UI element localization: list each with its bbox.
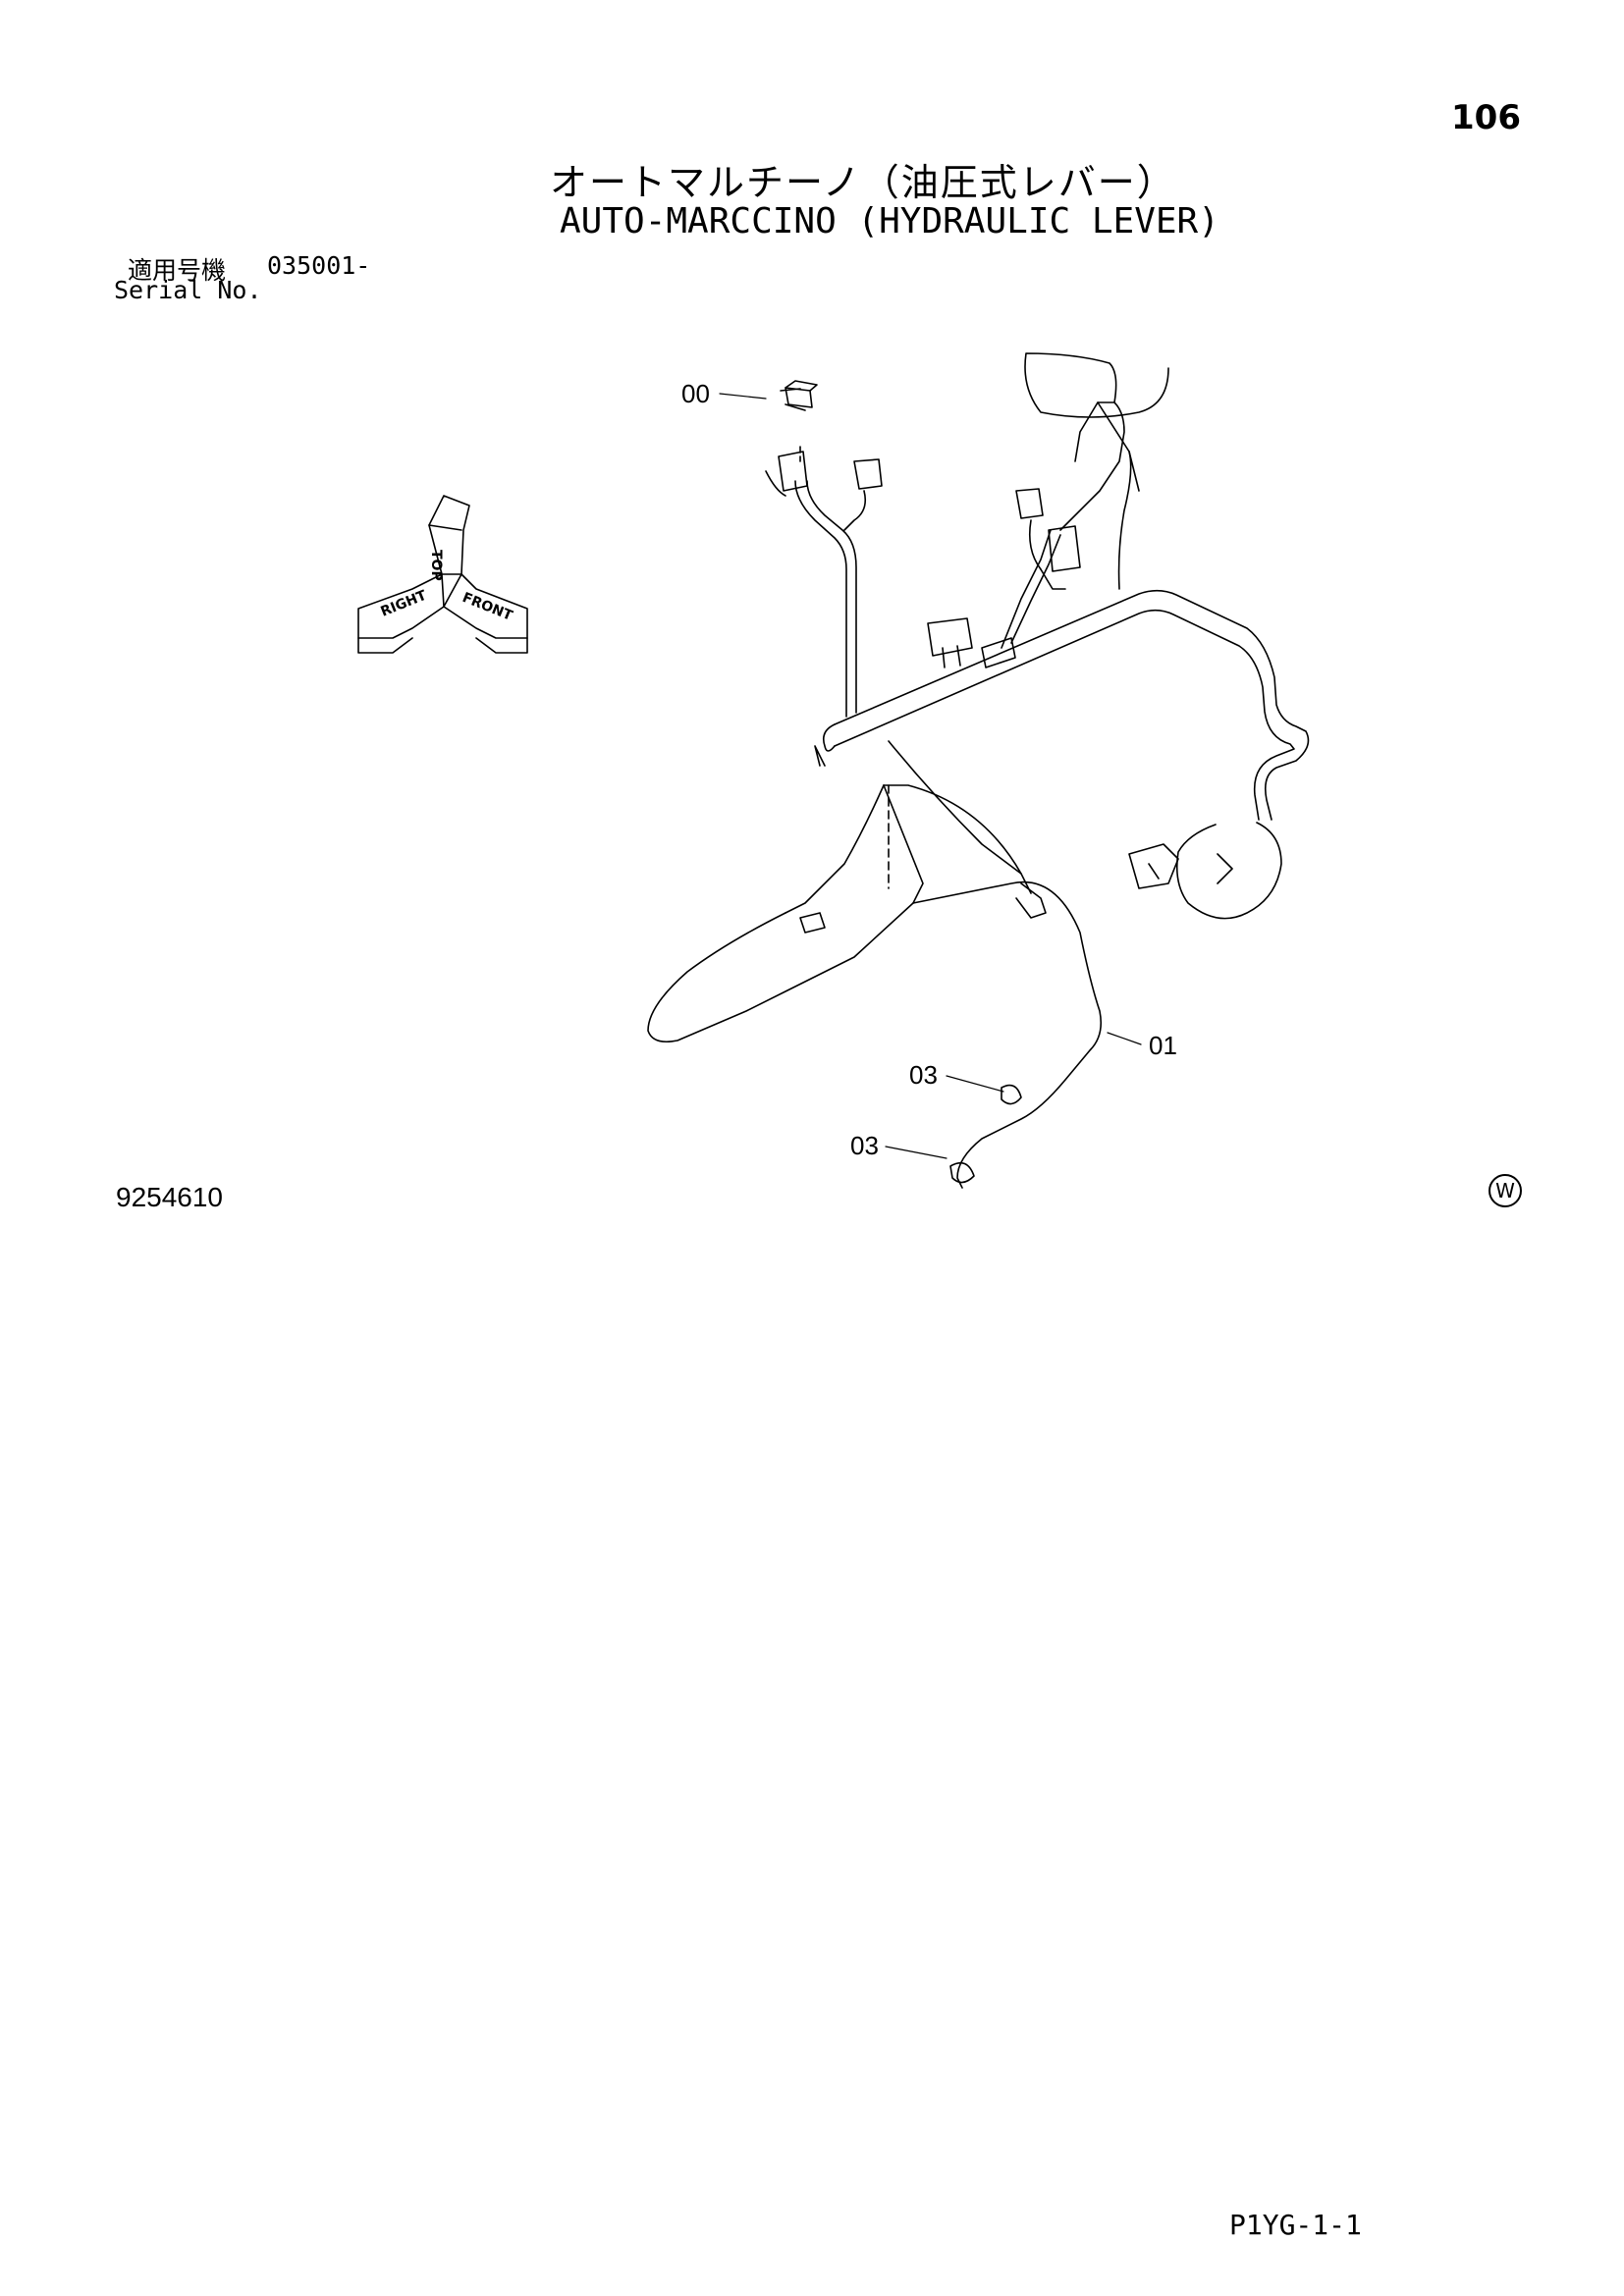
callout-03-lower: 03 (850, 1131, 879, 1160)
drawing-number: 9254610 (116, 1182, 224, 1212)
page-title-en: AUTO-MARCCINO (HYDRAULIC LEVER) (560, 201, 1219, 241)
orientation-top-label: TOP (428, 550, 444, 581)
callout-00: 00 (681, 379, 710, 408)
sensor-clip-03-upper (1001, 1084, 1022, 1105)
page-title-jp: オートマルチーノ（油圧式レバー） (550, 161, 1176, 204)
connector-group-mid (927, 617, 1016, 668)
connector-group-upper-right (1015, 488, 1081, 590)
page-code: P1YG-1-1 (1229, 2209, 1362, 2241)
callout-03-upper: 03 (909, 1060, 938, 1090)
serial-value: 035001- (267, 251, 371, 280)
orientation-front-label: FRONT (460, 590, 515, 624)
serial-label-en: Serial No. (114, 276, 262, 304)
serial-label-jp: 適用号機 (128, 256, 227, 285)
sensor-clip-03-lower (949, 1161, 975, 1184)
w-mark-symbol: W (1489, 1174, 1522, 1207)
orientation-indicator: TOP RIGHT FRONT (357, 495, 528, 654)
page-number: 106 (1451, 98, 1521, 137)
callout-01: 01 (1149, 1031, 1177, 1060)
connector-group-upper-left (765, 380, 883, 531)
callout-leaders (719, 393, 1142, 1159)
main-harness (647, 352, 1310, 1189)
